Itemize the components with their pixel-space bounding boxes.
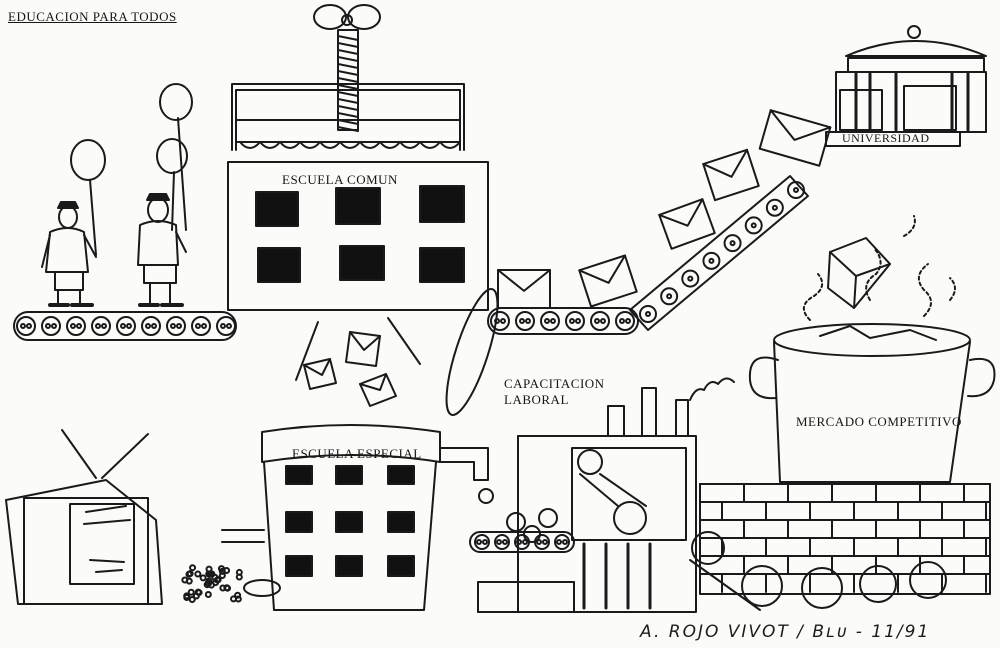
capacitacion-label: CAPACITACION (504, 376, 605, 391)
capacitacion-machine (470, 378, 734, 612)
roller-icon (640, 306, 656, 322)
roller-icon (92, 317, 110, 335)
roller-icon (491, 312, 509, 330)
person-icon (138, 194, 186, 305)
middle-conveyor-icon (488, 308, 638, 334)
roller-icon (475, 535, 489, 549)
roller-icon (703, 253, 719, 269)
roller-icon (192, 317, 210, 335)
balloon-icon (71, 84, 192, 255)
escuela-comun-label: ESCUELA COMUN (282, 172, 398, 187)
entry-conveyor-icon (14, 312, 236, 340)
roller-icon (591, 312, 609, 330)
roller-icon (495, 535, 509, 549)
envelope-icon (760, 110, 831, 166)
roller-icon (167, 317, 185, 335)
envelope-icon (659, 199, 715, 249)
roller-icon (746, 217, 762, 233)
universidad-label: UNIVERSIDAD (842, 131, 930, 145)
roller-icon (17, 317, 35, 335)
roller-icon (555, 535, 569, 549)
artist-signature: A. ROJO VIVOT / Bʟᴜ - 11/91 (640, 622, 931, 642)
cooking-pot-icon (750, 216, 995, 482)
roller-icon (67, 317, 85, 335)
roller-icon (767, 200, 783, 216)
universidad-building (826, 26, 986, 146)
pellet-pile (182, 565, 241, 602)
roller-icon (142, 317, 160, 335)
roller-icon (661, 288, 677, 304)
roller-icon (217, 317, 235, 335)
person-icon (42, 202, 96, 305)
roller-icon (541, 312, 559, 330)
envelope-icon (498, 110, 830, 308)
roller-icon (725, 235, 741, 251)
falling-box-icon (828, 238, 890, 308)
escuela-especial-label: ESCUELA ESPECIAL (292, 446, 422, 461)
mercado-label: MERCADO COMPETITIVO (796, 414, 962, 429)
inclined-conveyor-icon (630, 176, 808, 330)
laboral-label: LABORAL (504, 392, 569, 407)
roller-icon (516, 312, 534, 330)
escuela-comun-building (228, 162, 488, 310)
roller-icon (788, 182, 804, 198)
roller-icon (682, 271, 698, 287)
roller-icon (616, 312, 634, 330)
roller-icon (566, 312, 584, 330)
envelope-icon (579, 256, 636, 307)
brick-wall (700, 484, 990, 594)
marble-icon (690, 532, 946, 610)
page-title: EDUCACION PARA TODOS (8, 9, 177, 24)
smokestack-icon (608, 378, 734, 436)
escuela-especial-building (222, 284, 508, 610)
gear-icon (578, 450, 646, 534)
television-icon (6, 430, 162, 604)
falling-envelope-icon (296, 318, 420, 406)
screw-press-icon (232, 5, 464, 150)
roller-icon (42, 317, 60, 335)
envelope-icon (703, 150, 758, 200)
envelope-icon (498, 270, 550, 308)
roller-icon (117, 317, 135, 335)
